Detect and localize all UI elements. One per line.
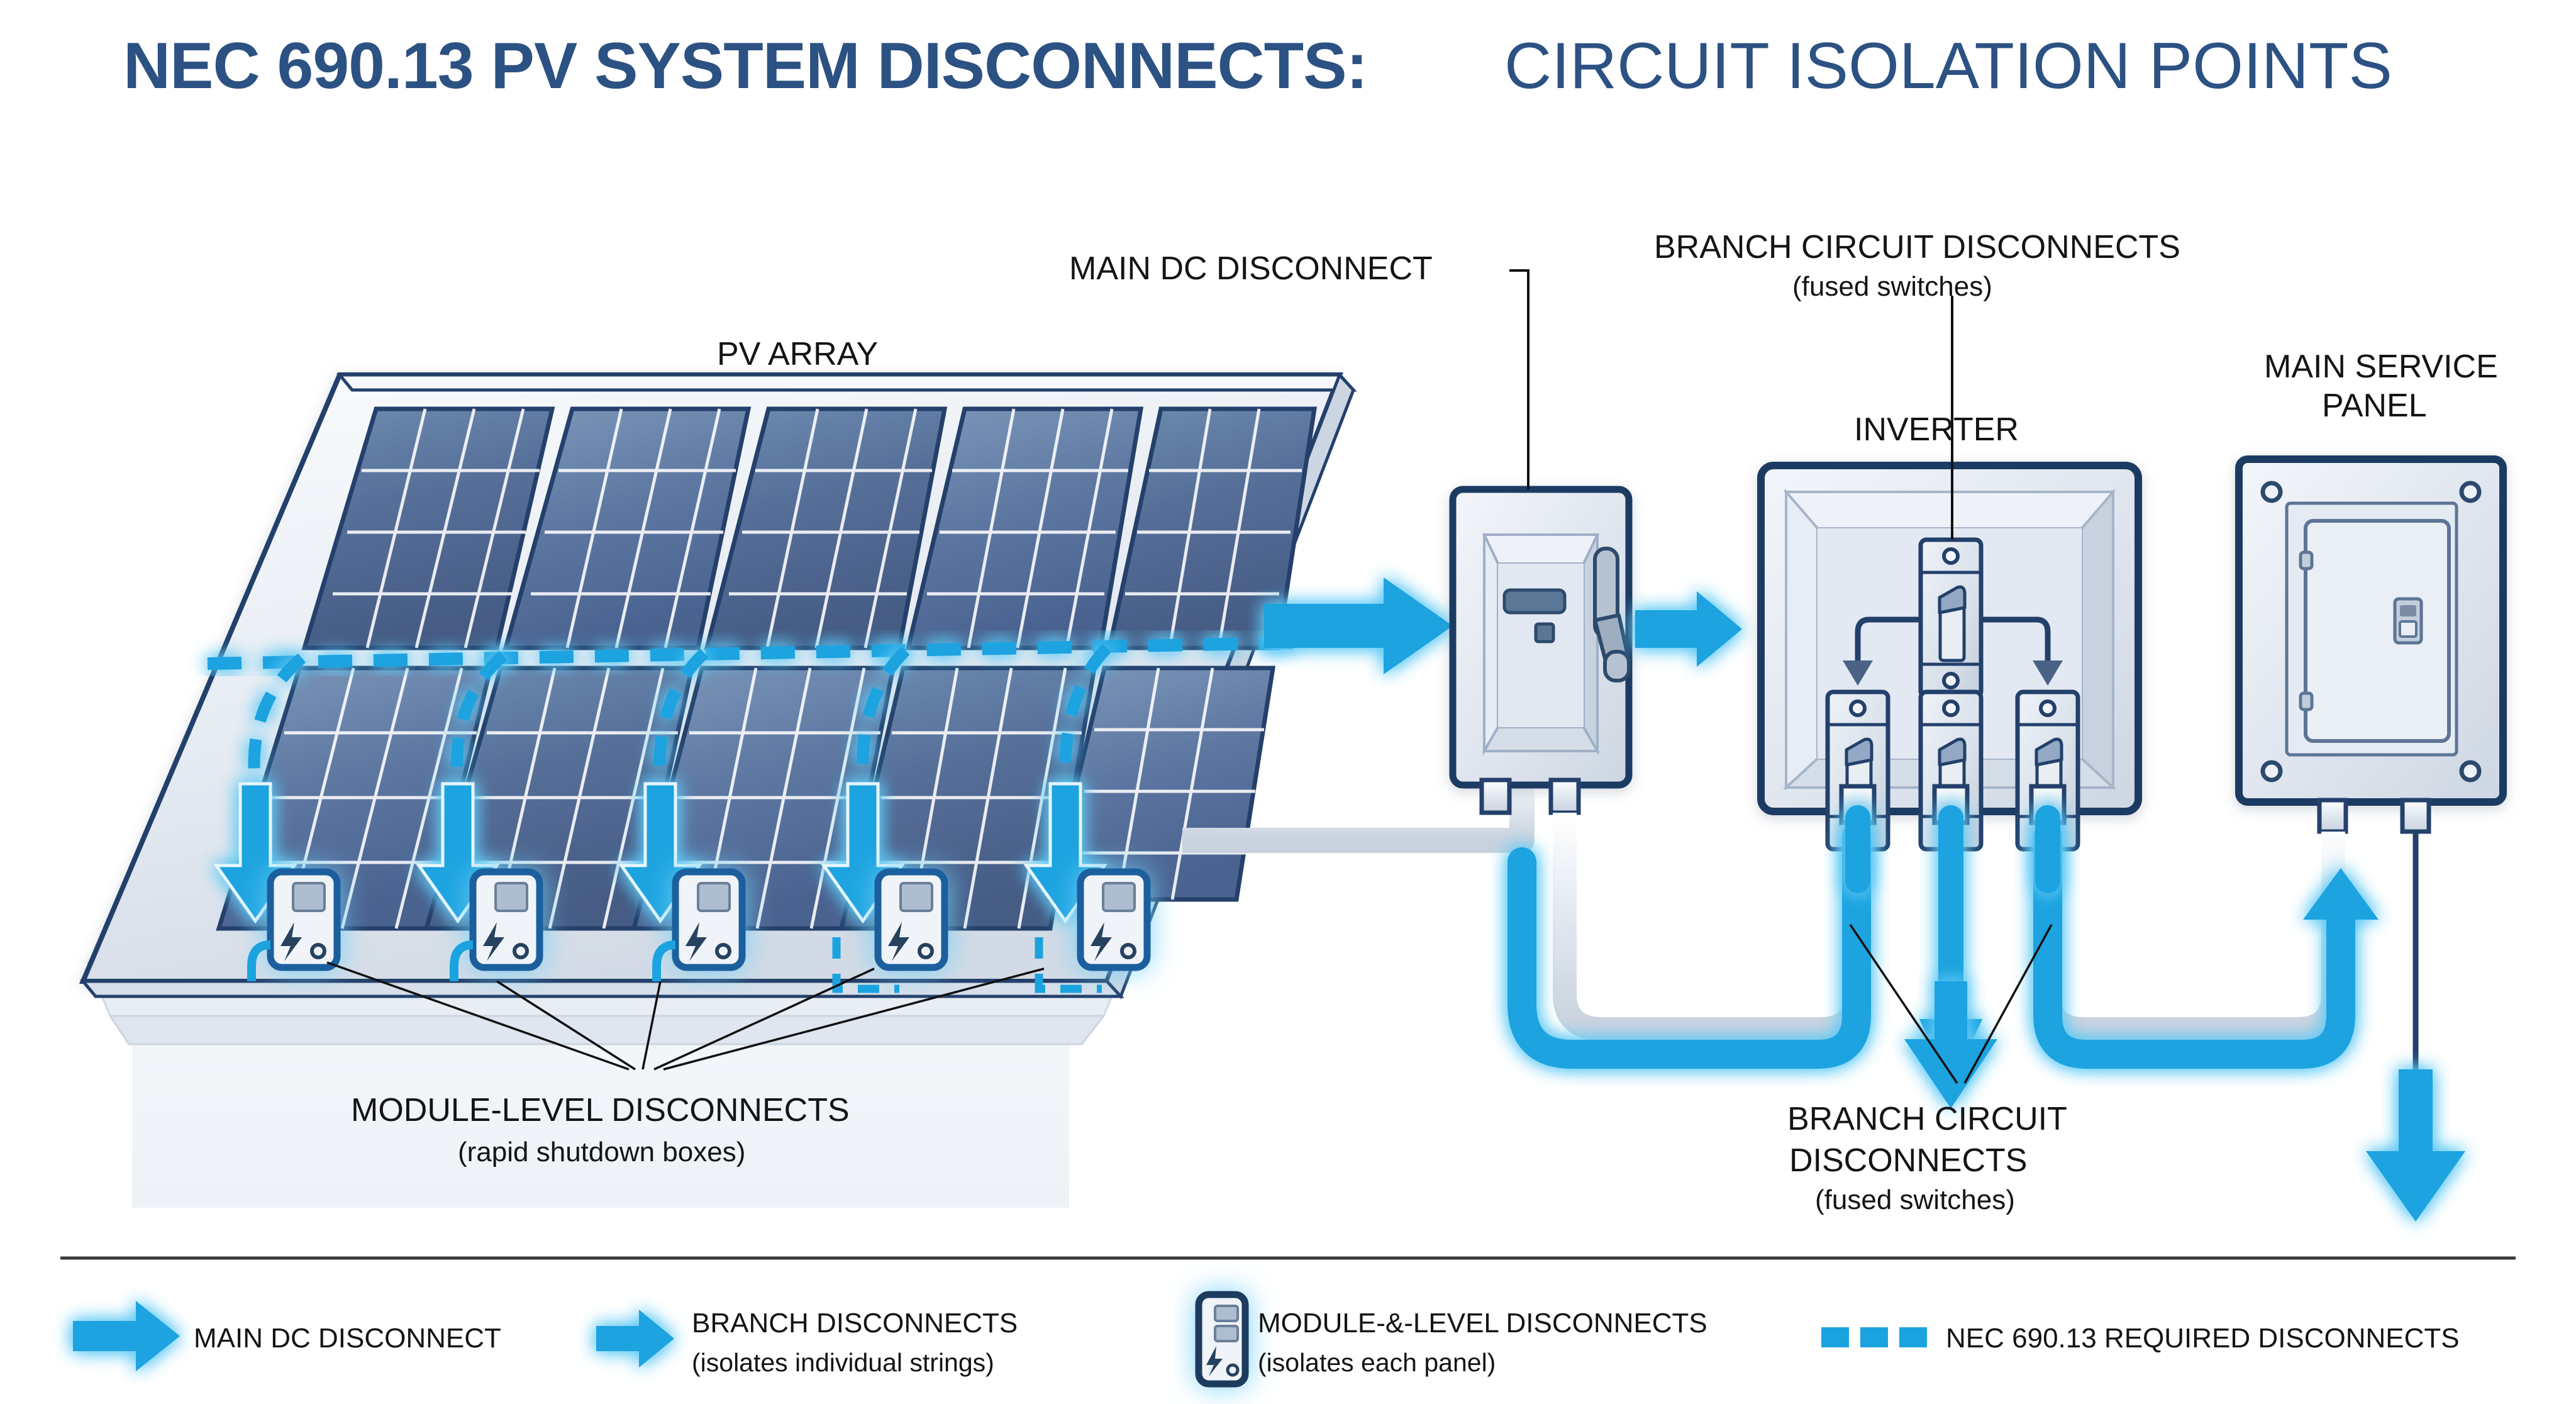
inverter[interactable] (1757, 462, 2142, 849)
dc-bezel-top (1482, 533, 1600, 565)
legend-label-3-line2: (isolates each panel) (1258, 1348, 1496, 1377)
dc-disconnect-handle[interactable] (1593, 547, 1631, 682)
panel-screw (2459, 481, 2482, 503)
module-level-label-line1: MODULE-LEVEL DISCONNECTS (351, 1092, 850, 1128)
panel-door[interactable] (2304, 519, 2451, 743)
pv-module (301, 406, 555, 650)
legend-item-module-level: MODULE-&-LEVEL DISCONNECTS (isolates eac… (1140, 1291, 1707, 1388)
pv-module (502, 406, 752, 650)
service-panel-label-line2: PANEL (2322, 387, 2427, 424)
title-light: CIRCUIT ISOLATION POINTS (1504, 30, 2392, 103)
branch-top-label-line2: (fused switches) (1792, 271, 1992, 302)
legend-label-1: MAIN DC DISCONNECT (194, 1323, 501, 1354)
inverter-bezel-top (1783, 491, 2116, 530)
lower-conduit-network (1507, 805, 2465, 1222)
branch-bottom-label-line2: DISCONNECTS (1789, 1142, 2027, 1179)
disconnect-box-icon (1195, 1291, 1249, 1388)
dc-bezel-bottom (1482, 726, 1600, 752)
inverter-center-down-arrow (1904, 981, 1997, 1108)
inverter-label: INVERTER (1854, 411, 2019, 448)
panel-hub-left (2317, 798, 2348, 834)
pv-module (1106, 406, 1318, 650)
main-dc-disconnect[interactable] (1449, 486, 1633, 815)
string-bus-dashed (207, 637, 1296, 670)
dc-inner-face (1498, 564, 1584, 727)
dashed-callout (832, 937, 899, 993)
pv-module-row-bottom (216, 666, 1276, 931)
legend-item-nec-required: NEC 690.13 REQUIRED DISCONNECTS (1821, 1323, 2460, 1354)
dc-bezel-left (1483, 534, 1499, 756)
panel-hinge (2299, 691, 2314, 711)
branch-top-label-line1: BRANCH CIRCUIT DISCONNECTS (1654, 229, 2180, 265)
current-flow-left (1507, 822, 1871, 1069)
inverter-bezel-left (1785, 488, 1819, 791)
pv-array[interactable] (79, 372, 1357, 1000)
module-disconnect-box[interactable] (1077, 868, 1151, 971)
panel-hinge (2299, 550, 2314, 571)
module-disconnect-box[interactable] (874, 868, 948, 971)
disconnect-whip (450, 940, 474, 981)
legend-item-branch: BRANCH DISCONNECTS (isolates individual … (596, 1308, 1018, 1377)
array-to-dc-conduit (1182, 772, 1535, 853)
arrow-small-icon (596, 1310, 674, 1368)
dc-to-inverter-arrow (1635, 591, 1742, 667)
pv-array-label: PV ARRAY (717, 336, 878, 372)
dc-label-slot (1502, 588, 1567, 615)
dc-conduit-hub-left (1479, 777, 1512, 815)
panel-screw (2459, 760, 2482, 783)
dashed-line-icon (1821, 1327, 1927, 1347)
module-disconnect-box[interactable] (469, 868, 543, 971)
inverter-bezel-right (2080, 488, 2114, 791)
inverter-main-breaker[interactable] (1921, 540, 1981, 697)
title-bold: NEC 690.13 PV SYSTEM DISCONNECTS: (123, 30, 1367, 103)
legend-label-4: NEC 690.13 REQUIRED DISCONNECTS (1946, 1323, 2460, 1354)
main-dc-flow-arrow (1264, 577, 1453, 674)
branch-bottom-label-line3: (fused switches) (1815, 1184, 2015, 1215)
current-flow-right (2033, 822, 2379, 1069)
dashed-callout (1035, 937, 1102, 993)
legend-label-2-line1: BRANCH DISCONNECTS (692, 1308, 1018, 1339)
service-drop-arrow (2366, 1069, 2465, 1222)
pv-module-row-top (301, 406, 1318, 650)
array-frame-top-edge (336, 373, 1357, 392)
legend-item-main-dc: MAIN DC DISCONNECT (73, 1301, 501, 1371)
module-disconnect-box[interactable] (267, 868, 341, 971)
panel-latch[interactable] (2393, 597, 2423, 645)
module-level-leader-lines (326, 961, 1045, 1071)
main-dc-disconnect-label: MAIN DC DISCONNECT (1069, 250, 1433, 287)
dc-indicator-button[interactable] (1534, 622, 1555, 644)
disconnect-whip (652, 940, 676, 981)
main-service-panel[interactable] (2235, 455, 2507, 834)
arrow-large-icon (73, 1301, 180, 1371)
legend-label-3-line1: MODULE-&-LEVEL DISCONNECTS (1258, 1308, 1707, 1339)
module-level-label-line2: (rapid shutdown boxes) (458, 1137, 745, 1167)
branch-bottom-leaders (1849, 924, 2053, 1084)
panel-hub-right (2400, 798, 2431, 834)
page-title: NEC 690.13 PV SYSTEM DISCONNECTS: CIRCUI… (123, 30, 2392, 103)
building-structure (86, 961, 1128, 1208)
dc-conduit-hub-right (1548, 777, 1581, 815)
legend-label-2-line2: (isolates individual strings) (692, 1348, 994, 1377)
module-level-disconnect-boxes[interactable] (247, 868, 1151, 993)
disconnect-whip (247, 940, 271, 981)
module-disconnect-box[interactable] (672, 868, 746, 971)
main-dc-leader (1509, 269, 1530, 489)
branch-bottom-label-line1: BRANCH CIRCUIT (1787, 1101, 2067, 1137)
panel-screw (2260, 760, 2283, 783)
service-panel-label-line1: MAIN SERVICE (2264, 348, 2498, 385)
legend: MAIN DC DISCONNECT BRANCH DISCONNECTS (i… (73, 1291, 2460, 1388)
panel-screw (2260, 481, 2283, 503)
